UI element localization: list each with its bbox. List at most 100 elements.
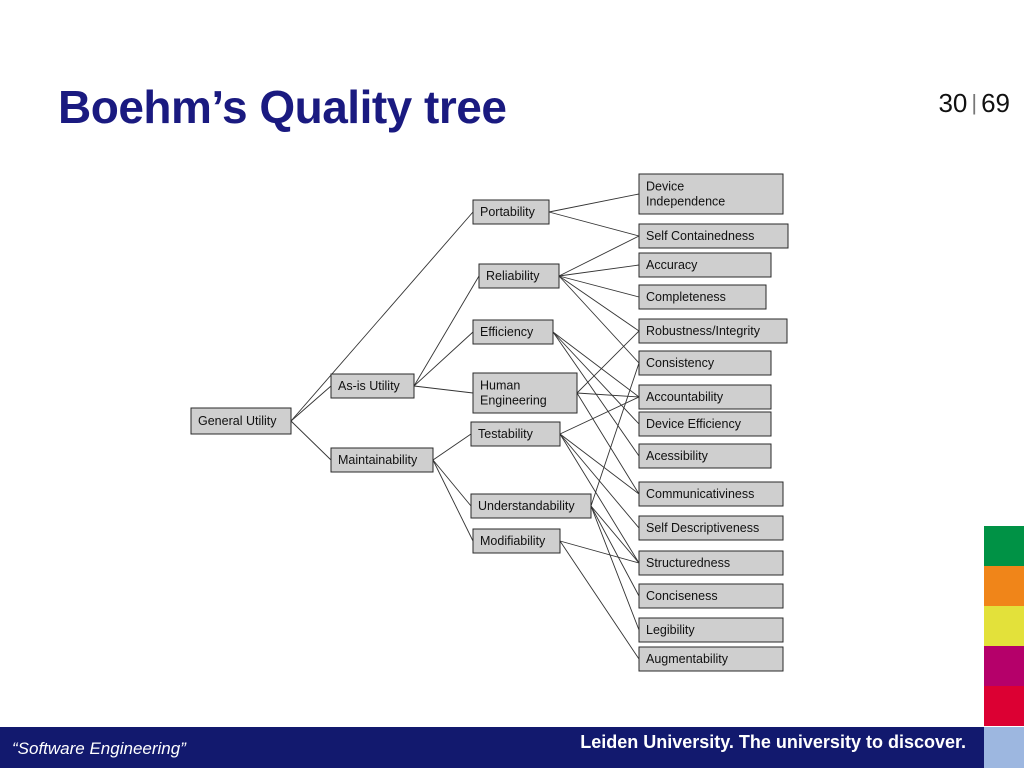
node-box-augmentability xyxy=(638,646,784,672)
color-strip-block-4 xyxy=(984,646,1024,686)
page-separator: | xyxy=(971,90,978,115)
color-strip-block-3 xyxy=(984,606,1024,646)
node-label-accuracy: Accuracy xyxy=(646,258,698,272)
edge-reliability-to-robustness-integrity xyxy=(558,275,640,332)
edge-understandability-to-legibility xyxy=(590,505,640,631)
node-box-device-independence xyxy=(638,173,784,215)
edge-as-is-utility-to-human-engineering xyxy=(413,385,474,394)
edge-understandability-to-conciseness xyxy=(590,505,640,597)
edge-efficiency-to-device-efficiency xyxy=(552,331,640,425)
node-box-accuracy xyxy=(638,252,772,278)
node-box-self-descriptiveness xyxy=(638,515,784,541)
footer-course-title: “Software Engineering” xyxy=(12,739,186,758)
node-box-portability xyxy=(472,199,550,225)
edge-portability-to-device-independence xyxy=(548,193,640,213)
edge-reliability-to-accuracy xyxy=(558,264,640,277)
edge-modifiability-to-augmentability xyxy=(559,540,640,660)
edge-human-engineering-to-robustness-integrity xyxy=(576,330,640,394)
node-consistency: Consistency xyxy=(638,350,772,376)
page-number: 30|69 xyxy=(938,88,1010,119)
node-label-self-descriptiveness: Self Descriptiveness xyxy=(646,521,759,535)
node-box-completeness xyxy=(638,284,767,310)
node-label-as-is-utility: As-is Utility xyxy=(338,379,401,393)
edge-general-utility-to-as-is-utility xyxy=(290,385,332,422)
node-label-maintainability: Maintainability xyxy=(338,453,418,467)
edge-portability-to-self-containedness xyxy=(548,211,640,237)
edge-reliability-to-completeness xyxy=(558,275,640,298)
edge-maintainability-to-understandability xyxy=(432,459,472,507)
node-label-efficiency: Efficiency xyxy=(480,325,534,339)
edge-general-utility-to-portability xyxy=(290,211,474,422)
node-box-legibility xyxy=(638,617,784,643)
edge-maintainability-to-modifiability xyxy=(432,459,474,542)
page-total: 69 xyxy=(981,88,1010,118)
node-label-legibility: Legibility xyxy=(646,623,695,637)
node-box-robustness-integrity xyxy=(638,318,788,344)
node-as-is-utility: As-is Utility xyxy=(330,373,415,399)
color-strip-block-2 xyxy=(984,566,1024,606)
edge-efficiency-to-accountability xyxy=(552,331,640,398)
node-accuracy: Accuracy xyxy=(638,252,772,278)
edge-maintainability-to-testability xyxy=(432,433,472,461)
slide-title: Boehm’s Quality tree xyxy=(58,81,507,133)
color-strip-block-5 xyxy=(984,686,1024,726)
node-structuredness: Structuredness xyxy=(638,550,784,576)
edge-testability-to-structuredness xyxy=(559,433,640,564)
footer-corner-block xyxy=(984,727,1024,768)
edge-general-utility-to-maintainability xyxy=(290,420,332,461)
node-label-augmentability: Augmentability xyxy=(646,652,729,666)
edge-as-is-utility-to-efficiency xyxy=(413,331,474,387)
node-efficiency: Efficiency xyxy=(472,319,554,345)
node-label-robustness-integrity: Robustness/Integrity xyxy=(646,324,761,338)
node-completeness: Completeness xyxy=(638,284,767,310)
node-box-consistency xyxy=(638,350,772,376)
edge-modifiability-to-structuredness xyxy=(559,540,640,564)
node-legibility: Legibility xyxy=(638,617,784,643)
node-label-reliability: Reliability xyxy=(486,269,540,283)
node-box-reliability xyxy=(478,263,560,289)
node-label-human-engineering: Engineering xyxy=(480,394,547,408)
node-label-understandability: Understandability xyxy=(478,499,575,513)
node-box-self-containedness xyxy=(638,223,789,249)
edge-as-is-utility-to-reliability xyxy=(413,275,480,387)
page-current: 30 xyxy=(938,88,968,118)
node-label-consistency: Consistency xyxy=(646,356,715,370)
footer-slogan: Leiden University. The university to dis… xyxy=(580,732,966,752)
color-strip xyxy=(984,526,1024,726)
color-strip-block-1 xyxy=(984,526,1024,566)
node-understandability: Understandability xyxy=(470,493,592,519)
node-box-human-engineering xyxy=(472,372,578,414)
node-box-acessibility xyxy=(638,443,772,469)
node-communicativiness: Communicativiness xyxy=(638,481,784,507)
node-box-communicativiness xyxy=(638,481,784,507)
node-robustness-integrity: Robustness/Integrity xyxy=(638,318,788,344)
node-self-descriptiveness: Self Descriptiveness xyxy=(638,515,784,541)
node-label-testability: Testability xyxy=(478,427,534,441)
node-acessibility: Acessibility xyxy=(638,443,772,469)
node-maintainability: Maintainability xyxy=(330,447,434,473)
edge-understandability-to-consistency xyxy=(590,362,640,507)
node-accountability: Accountability xyxy=(638,384,772,410)
node-label-accountability: Accountability xyxy=(646,390,724,404)
node-box-device-efficiency xyxy=(638,411,772,437)
edge-testability-to-communicativiness xyxy=(559,433,640,495)
node-self-containedness: Self Containedness xyxy=(638,223,789,249)
node-modifiability: Modifiability xyxy=(472,528,561,554)
node-label-device-efficiency: Device Efficiency xyxy=(646,417,742,431)
node-label-human-engineering: Human xyxy=(480,379,520,393)
node-augmentability: Augmentability xyxy=(638,646,784,672)
node-box-understandability xyxy=(470,493,592,519)
node-label-structuredness: Structuredness xyxy=(646,556,730,570)
edge-reliability-to-consistency xyxy=(558,275,640,364)
node-box-maintainability xyxy=(330,447,434,473)
node-box-as-is-utility xyxy=(330,373,415,399)
node-portability: Portability xyxy=(472,199,550,225)
footer-bar: “Software Engineering” Leiden University… xyxy=(0,727,984,768)
edge-understandability-to-structuredness xyxy=(590,505,640,564)
node-box-testability xyxy=(470,421,561,447)
node-label-portability: Portability xyxy=(480,205,536,219)
node-label-modifiability: Modifiability xyxy=(480,534,546,548)
